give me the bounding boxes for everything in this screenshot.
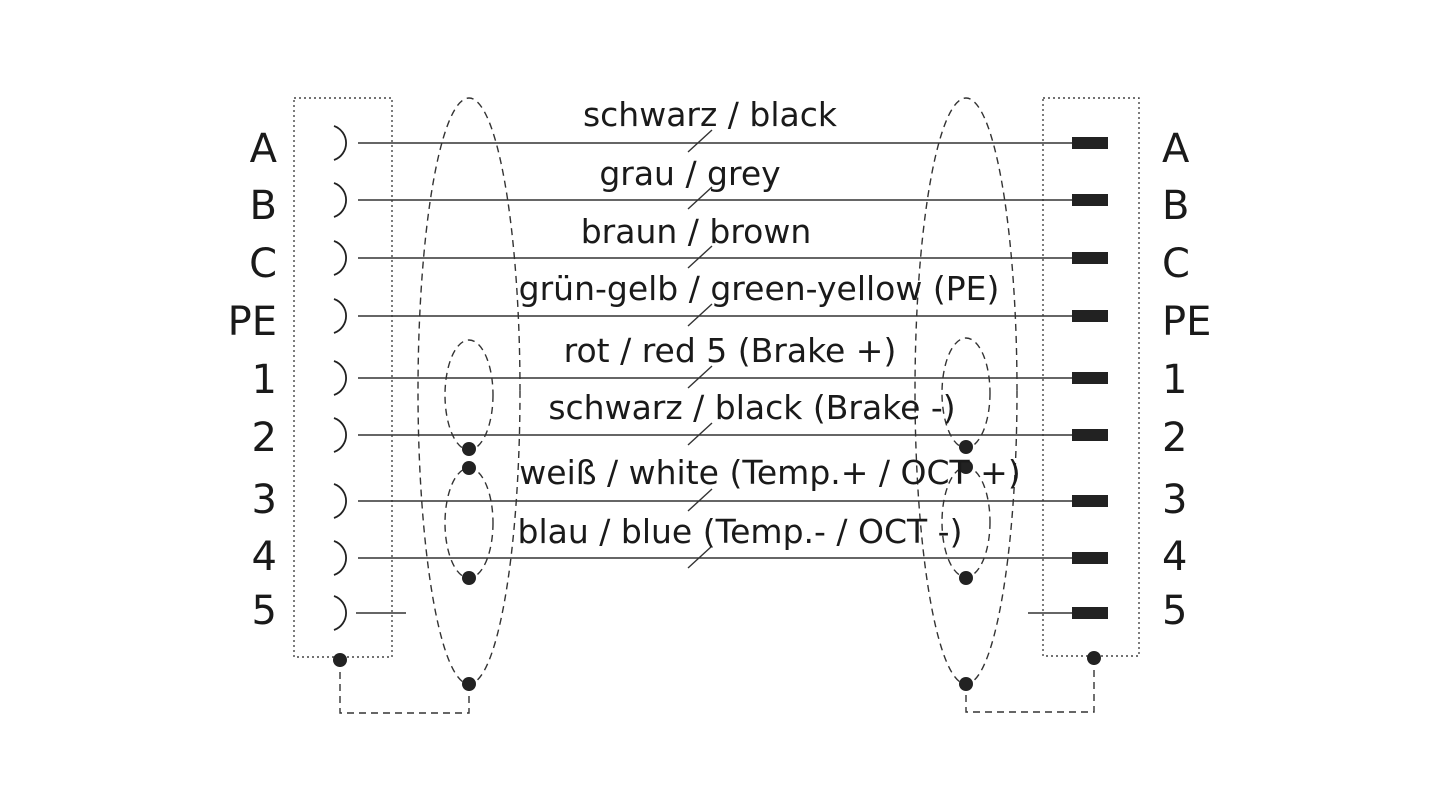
wire-label: rot / red 5 (Brake +) [564, 331, 897, 370]
left-temp-pair-shield [444, 467, 494, 579]
wire-label: braun / brown [581, 212, 812, 251]
left-pin-label: 1 [252, 357, 277, 403]
left-socket-contact [333, 540, 347, 576]
right-ground-link [965, 658, 1095, 713]
left-ground-link [339, 660, 470, 714]
wire-tag-slash [687, 488, 713, 512]
wire-label: blau / blue (Temp.- / OCT -) [518, 512, 963, 551]
right-pin-label: B [1162, 183, 1189, 229]
left-pin-label: 3 [252, 477, 277, 523]
right-pin-label: 1 [1162, 357, 1187, 403]
left-socket-contact [333, 182, 347, 218]
right-pin-contact [1072, 552, 1108, 564]
left-socket-contact [333, 483, 347, 519]
left-outer-shield [417, 97, 521, 685]
left-socket-contact [333, 240, 347, 276]
left-pin-label: 5 [252, 588, 277, 634]
left-temp-shield-top-dot [462, 461, 476, 475]
right-pin-contact [1072, 495, 1108, 507]
left-housing-ground-dot [333, 653, 347, 667]
right-pin-labels: ABC PE 1 2 3 4 5 [1072, 126, 1211, 634]
wire-label: grün-gelb / green-yellow (PE) [519, 269, 1000, 308]
left-temp-shield-bottom-dot [462, 571, 476, 585]
left-pin-label: A [250, 126, 278, 172]
left-pin-label: PE [228, 299, 277, 345]
left-brake-shield-dot [462, 442, 476, 456]
left-pin-label: C [249, 241, 277, 287]
wire-tag-slash [687, 422, 713, 446]
right-shield-ground-dot [959, 677, 973, 691]
left-pin-labels: ABC PE 1 2 3 4 5 [228, 125, 347, 634]
right-pin-label: 5 [1162, 588, 1187, 634]
left-pin-label: B [250, 183, 277, 229]
left-socket-contact [333, 417, 347, 453]
right-pin-label: 4 [1162, 534, 1187, 580]
right-pin-contact [1072, 607, 1108, 619]
right-pin-label: A [1162, 126, 1190, 172]
wire-tag-slash [687, 365, 713, 389]
left-brake-pair-shield [444, 339, 494, 451]
left-socket-contact [333, 125, 347, 161]
right-pin-contact [1072, 372, 1108, 384]
left-shield-ground-dot [462, 677, 476, 691]
left-pin-label: 4 [252, 534, 277, 580]
right-pin-label: C [1162, 241, 1190, 287]
right-pin-contact [1072, 429, 1108, 441]
right-pin-contact [1072, 137, 1108, 149]
right-pin-label: 2 [1162, 415, 1187, 461]
wire-label: grau / grey [599, 154, 780, 193]
left-socket-contact [333, 298, 347, 334]
right-pin-contact [1072, 310, 1108, 322]
right-pin-contact [1072, 252, 1108, 264]
right-housing-ground-dot [1087, 651, 1101, 665]
right-pin-label: PE [1162, 299, 1211, 345]
left-socket-contact [333, 595, 347, 631]
right-pin-contact [1072, 194, 1108, 206]
wire-tag-slash [687, 303, 713, 327]
wire-tag-slash [687, 129, 713, 153]
wire-tag-slash [687, 186, 713, 210]
right-pin-label: 3 [1162, 477, 1187, 523]
wires [356, 129, 1072, 614]
left-pin-label: 2 [252, 415, 277, 461]
right-brake-shield-dot [959, 440, 973, 454]
right-temp-shield-bottom-dot [959, 571, 973, 585]
wire-labels: schwarz / black grau / grey braun / brown g… [518, 95, 1021, 551]
wire-label: weiß / white (Temp.+ / OCT +) [519, 453, 1020, 492]
left-socket-contact [333, 360, 347, 396]
wire-tag-slash [687, 245, 713, 269]
wire-tag-slash [687, 545, 713, 569]
wire-label: schwarz / black [583, 95, 838, 134]
right-temp-shield-top-dot [959, 460, 973, 474]
wire-label: schwarz / black (Brake -) [548, 388, 955, 427]
